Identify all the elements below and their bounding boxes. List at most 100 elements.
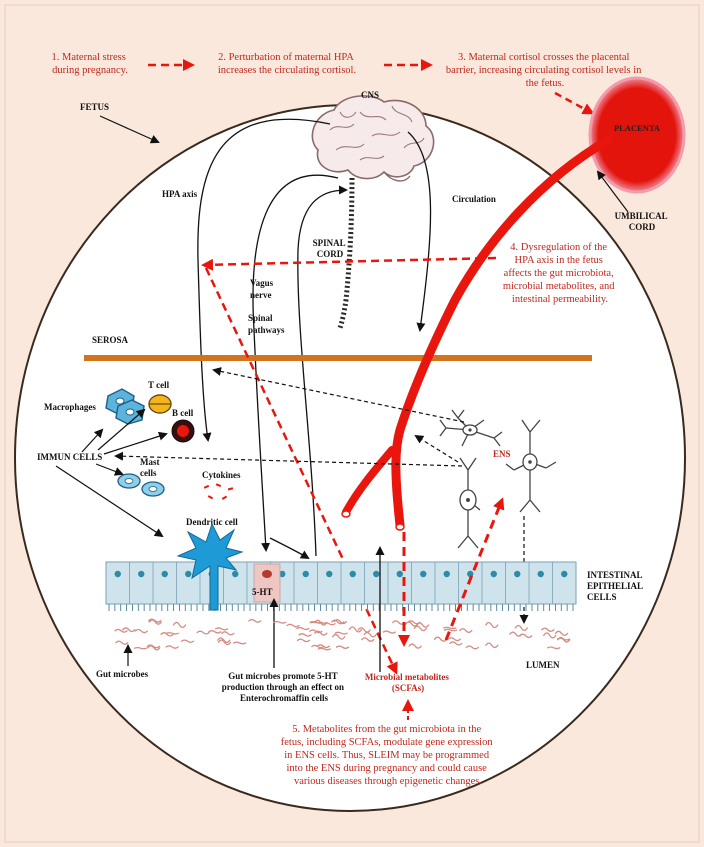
fetus-pointer <box>99 115 160 144</box>
macrophage-cells <box>105 388 145 425</box>
gut-microbe <box>217 637 231 643</box>
gut-microbe <box>447 637 461 642</box>
ens-neurons <box>439 409 557 549</box>
placenta-label: PLACENTA <box>614 123 661 133</box>
gut-microbe <box>485 642 499 649</box>
immune-to-dendritic-arrow <box>55 465 164 538</box>
hpa-axis-arrow <box>197 118 331 442</box>
mast-cells-label: Mast cells <box>140 457 162 478</box>
gut-microbe <box>148 619 162 625</box>
fetus-label: FETUS <box>80 102 109 112</box>
gut-microbe <box>296 626 310 631</box>
gut-microbe <box>465 645 479 650</box>
epithelial-nucleus <box>161 570 168 578</box>
epithelial-nucleus <box>420 570 427 578</box>
epithelial-nucleus <box>114 570 121 578</box>
intestinal-epithelial-cells-label: INTESTINAL EPITHELIAL CELLS <box>587 570 645 602</box>
gut-microbe <box>415 622 430 628</box>
frame <box>4 4 700 843</box>
gut-microbe <box>286 623 300 628</box>
gut-microbe <box>443 628 458 632</box>
five-ht-label: 5-HT <box>252 587 273 597</box>
epithelial-nucleus <box>279 570 286 578</box>
ens-to-immune-cells-dashed-arrow <box>114 451 463 467</box>
gut-microbe <box>147 645 161 651</box>
spinal-pathways-to-epithelium-arrow <box>269 537 310 560</box>
gut-microbe <box>196 630 210 635</box>
vagus-nerve-arrow <box>252 174 339 552</box>
ens-to-vessel-dashed-arrow <box>414 434 459 463</box>
gut-microbe <box>233 641 247 645</box>
gut-microbe <box>115 640 129 645</box>
gut-microbe <box>519 633 533 639</box>
gut-microbe <box>317 647 331 651</box>
immune-to-t-cell-arrow <box>97 408 146 451</box>
cytokine-particles <box>203 483 234 500</box>
gut-microbes <box>114 618 571 651</box>
cytokines-label: Cytokines <box>202 470 241 480</box>
gut-microbe <box>547 646 561 650</box>
gut-microbe <box>114 628 128 633</box>
umbilical-cord-label: UMBILICAL CORD <box>615 211 670 232</box>
gut-microbe <box>543 632 557 639</box>
step-3-text: 3. Maternal cortisol crosses the placent… <box>446 52 644 89</box>
gut-microbe <box>443 626 457 630</box>
umbilical-vessel <box>341 135 613 531</box>
gut-microbe <box>334 631 348 635</box>
gut-microbe <box>332 633 346 640</box>
dendritic-cell-label: Dendritic cell <box>186 517 238 527</box>
epithelial-nucleus <box>302 570 309 578</box>
gut-microbe <box>382 630 396 634</box>
epithelial-nucleus <box>185 570 192 578</box>
gut-microbe <box>273 620 287 624</box>
gut-microbe <box>331 619 345 625</box>
gut-microbe <box>459 628 473 633</box>
gut-microbe <box>134 628 148 634</box>
b-cell <box>171 419 195 443</box>
gut-microbe <box>557 636 571 643</box>
placenta <box>588 76 686 194</box>
metabolites-to-ens-arrow <box>444 497 505 641</box>
step-4-text: 4. Dysregulation of the HPA axis in the … <box>503 242 617 305</box>
b-cell-label: B cell <box>172 408 194 418</box>
epithelial-nucleus <box>537 570 544 578</box>
gut-microbe <box>217 639 232 646</box>
mast-cells <box>117 473 165 497</box>
hpa-dysregulation-arrow <box>201 256 497 271</box>
epithelial-nucleus <box>138 570 145 578</box>
epithelial-nucleus <box>443 570 450 578</box>
spinal-cord-label: SPINAL CORD <box>313 238 348 259</box>
cns-label: CNS <box>361 90 379 100</box>
epithelial-nucleus <box>490 570 497 578</box>
gut-microbe <box>335 645 350 649</box>
gut-microbe <box>311 644 325 649</box>
vagus-nerve-label: Vagus nerve <box>250 278 275 300</box>
epithelial-nucleus <box>561 570 568 578</box>
gut-microbe <box>322 622 336 626</box>
circulation-label: Circulation <box>452 194 496 204</box>
circulation-arrow <box>407 131 432 332</box>
gut-microbe <box>208 630 222 634</box>
intestinal-epithelium <box>105 561 577 611</box>
epithelial-nucleus <box>396 570 403 578</box>
serosa-label: SEROSA <box>92 335 129 345</box>
ens-neuron-bodies <box>459 424 538 511</box>
immune-to-mast-cells-arrow <box>95 463 124 476</box>
step-5-text: 5. Metabolites from the gut microbiota i… <box>281 724 495 787</box>
gut-microbe <box>485 621 499 629</box>
gut-microbe <box>449 641 463 646</box>
gut-microbe <box>357 627 371 633</box>
gut-microbe <box>298 633 312 637</box>
gut-microbe <box>405 621 419 627</box>
gut-microbe <box>221 631 235 636</box>
gut-microbe <box>214 627 229 631</box>
t-cell-label: T cell <box>148 380 170 390</box>
gut-microbe <box>122 627 136 633</box>
gut-microbe <box>296 638 311 643</box>
gut-microbe <box>514 624 528 632</box>
gut-microbe <box>363 631 377 638</box>
gut-microbes-label: Gut microbes <box>96 669 149 679</box>
gut-microbe <box>160 632 174 637</box>
epithelial-nucleus <box>514 570 521 578</box>
